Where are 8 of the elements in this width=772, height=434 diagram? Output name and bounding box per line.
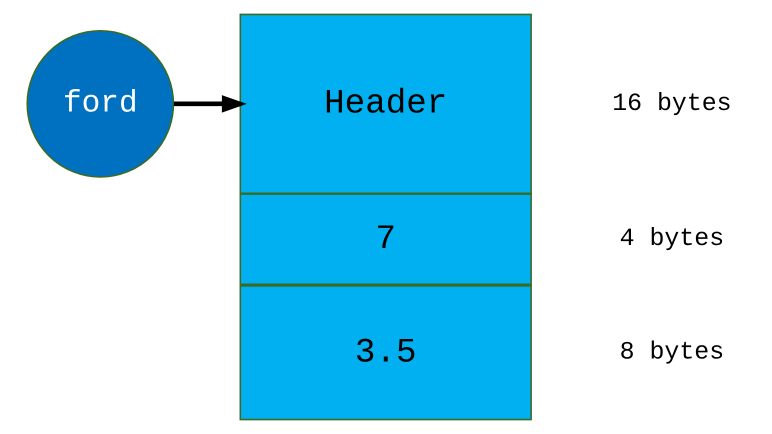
label: 4 bytes [619, 225, 724, 254]
label: 16 bytes [612, 90, 732, 118]
arrow [173, 95, 246, 113]
node-circle: ford [26, 30, 174, 178]
node-box: 3.5 [239, 285, 532, 420]
node-box: 7 [239, 193, 532, 286]
node-box: Header [239, 14, 532, 194]
label: 8 bytes [619, 338, 724, 367]
